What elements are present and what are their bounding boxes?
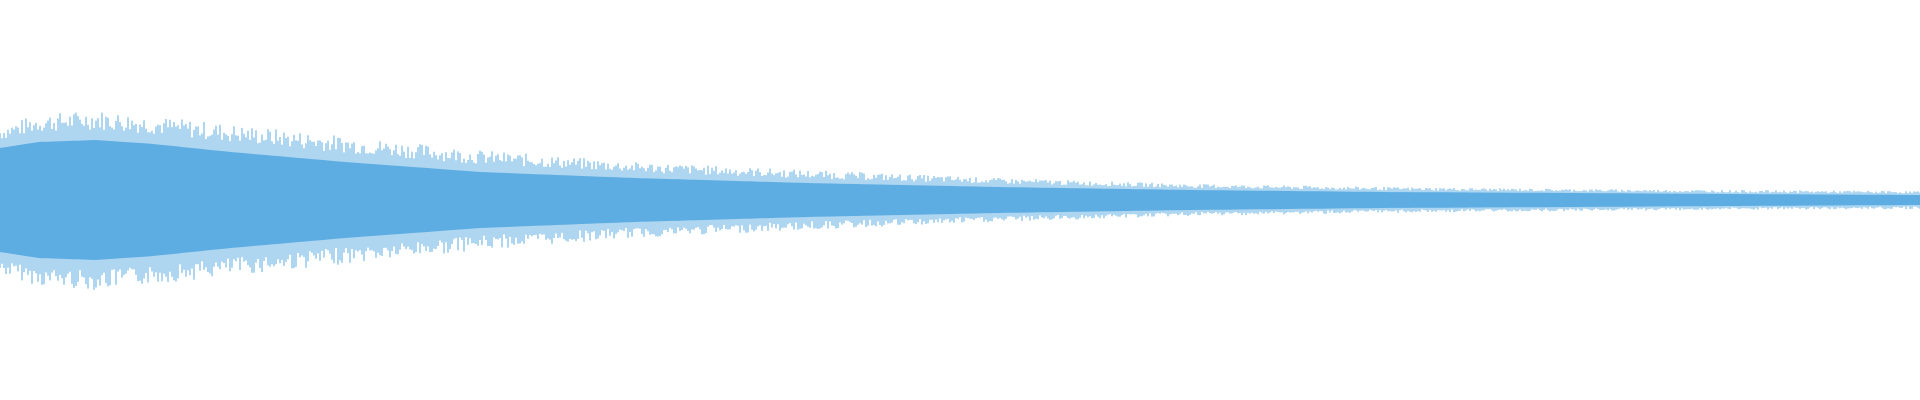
waveform-sample-lines: [0, 112, 1920, 290]
waveform-samples: [0, 112, 1920, 290]
